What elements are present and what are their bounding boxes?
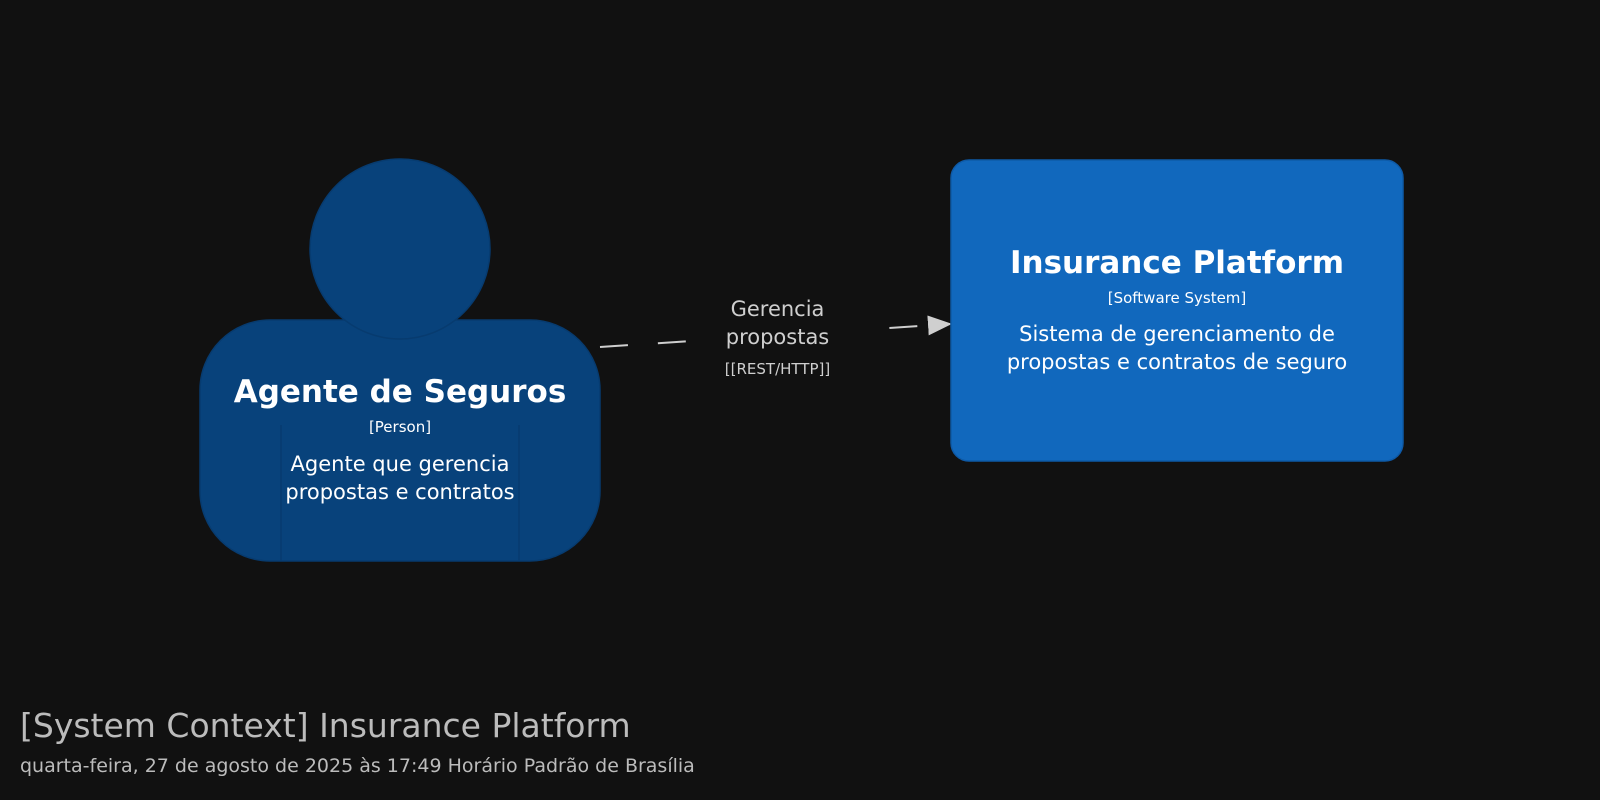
relationship-technology: [[REST/HTTP]] — [724, 360, 831, 378]
diagram-title: [System Context] Insurance Platform — [20, 706, 631, 745]
person-body — [199, 319, 601, 562]
system-box[interactable] — [950, 159, 1404, 462]
person-head — [309, 158, 491, 340]
system-type: [Software System] — [1107, 289, 1247, 307]
person-type: [Person] — [368, 418, 432, 436]
system-name: Insurance Platform — [1009, 245, 1345, 281]
person-description: Agente que gerencia propostas e contrato… — [285, 452, 515, 504]
relationship-label: Gerencia propostas — [690, 295, 865, 351]
diagram-timestamp: quarta-feira, 27 de agosto de 2025 às 17… — [20, 755, 695, 777]
person-name: Agente de Seguros — [233, 374, 567, 410]
person-shape[interactable] — [199, 158, 601, 562]
system-description: Sistema de gerenciamento de propostas e … — [1006, 322, 1348, 374]
